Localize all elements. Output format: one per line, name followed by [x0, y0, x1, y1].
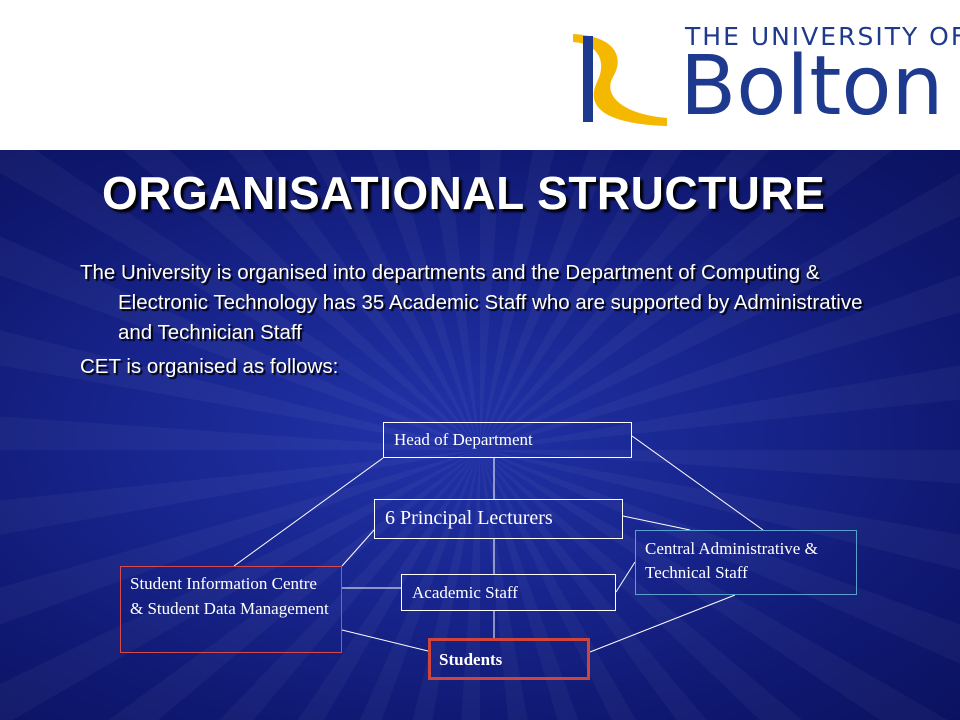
- node-head-of-department: Head of Department: [383, 422, 632, 458]
- connector-head-central: [631, 435, 764, 531]
- connector-principal-studentinfo: [341, 529, 375, 567]
- node-central-admin-technical-staff: Central Administrative & Technical Staff: [635, 530, 857, 595]
- node-principal-lecturers: 6 Principal Lecturers: [374, 499, 623, 539]
- connector-central-academic: [615, 561, 636, 593]
- connector-head-studentinfo: [233, 457, 384, 567]
- logo-text-line2: Bolton: [680, 39, 944, 134]
- organised-as-follows-text: CET is organised as follows:: [80, 355, 339, 378]
- node-students: Students: [428, 638, 590, 680]
- slide-title: ORGANISATIONAL STRUCTURE: [102, 167, 826, 219]
- connector-studentinfo-students: [341, 629, 429, 652]
- connector-principal-central: [622, 515, 691, 531]
- background-rays: [0, 150, 960, 720]
- logo-text-line1: THE UNIVERSITY OF: [685, 22, 960, 51]
- logo-header: [0, 0, 960, 150]
- node-student-information-centre: Student Information Centre & Student Dat…: [120, 566, 342, 653]
- intro-paragraph: The University is organised into departm…: [80, 261, 863, 344]
- slide-background: [0, 150, 960, 720]
- bolton-logo-mark: [573, 34, 667, 126]
- node-academic-staff: Academic Staff: [401, 574, 616, 611]
- connector-central-students: [589, 594, 736, 653]
